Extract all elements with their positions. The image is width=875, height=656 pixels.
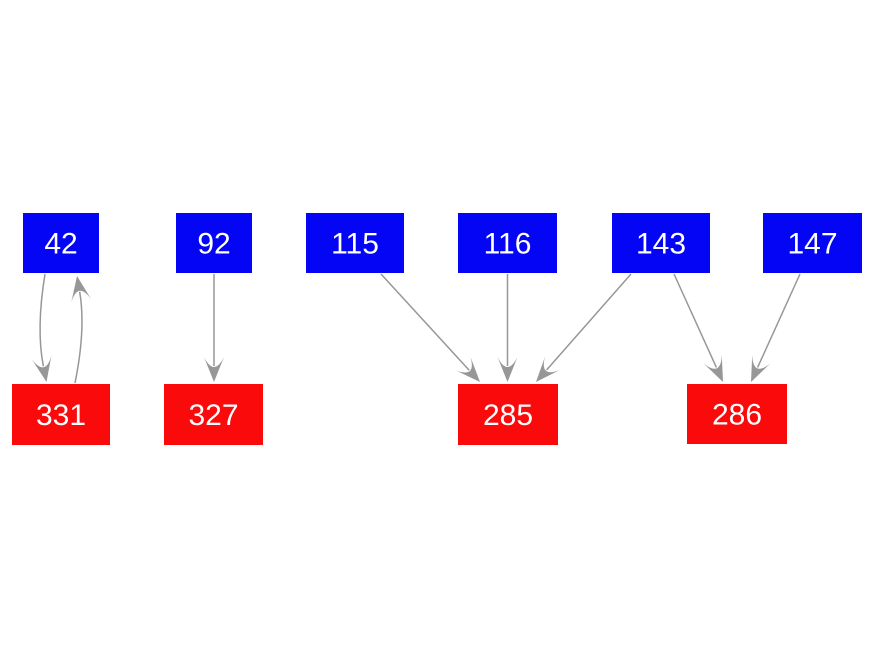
edge-42-331: [31, 273, 52, 382]
node-label: 285: [483, 399, 533, 432]
edge-115-285: [380, 273, 480, 382]
arrowhead-icon: [536, 356, 561, 382]
node-box-blue: [763, 213, 862, 273]
node-label: 116: [484, 228, 532, 261]
node-box-red: [12, 384, 110, 445]
edge-shaft: [673, 273, 718, 368]
node-box-red: [164, 384, 263, 445]
node-label: 286: [712, 399, 762, 432]
node-label: 42: [44, 228, 77, 261]
node-147: 147: [763, 213, 862, 273]
node-box-blue: [612, 213, 710, 273]
edge-143-285: [536, 273, 632, 382]
node-label: 331: [36, 399, 86, 432]
node-box-blue: [458, 213, 557, 273]
node-331: 331: [12, 384, 110, 445]
node-label: 115: [331, 228, 379, 261]
edge-331-42: [71, 276, 92, 384]
node-327: 327: [164, 384, 263, 445]
arrowhead-icon: [455, 356, 480, 382]
node-box-blue: [23, 213, 99, 273]
edge-143-286: [673, 273, 723, 382]
arrowhead-icon: [703, 355, 723, 382]
node-285: 285: [458, 384, 558, 445]
edge-92-327: [204, 274, 224, 382]
node-box-blue: [176, 213, 252, 273]
edge-shaft: [756, 273, 801, 368]
edge-shaft: [39, 273, 46, 367]
node-116: 116: [458, 213, 557, 273]
arrowhead-icon: [204, 357, 224, 382]
node-box-blue: [306, 213, 404, 273]
node-286: 286: [687, 384, 787, 444]
arrowhead-icon: [31, 355, 52, 382]
arrowhead-icon: [71, 276, 92, 303]
arrowhead-icon: [497, 357, 518, 382]
node-label: 327: [188, 399, 238, 432]
edge-shaft: [380, 273, 470, 371]
node-label: 92: [197, 228, 230, 261]
edge-shaft: [74, 291, 83, 384]
node-42: 42: [23, 213, 99, 273]
node-box-red: [458, 384, 558, 445]
node-143: 143: [612, 213, 710, 273]
edge-shaft: [546, 273, 632, 371]
edge-147-286: [751, 273, 801, 382]
node-92: 92: [176, 213, 252, 273]
arrowhead-icon: [751, 355, 771, 382]
node-box-red: [687, 384, 787, 444]
node-115: 115: [306, 213, 404, 273]
node-label: 147: [787, 228, 837, 261]
node-label: 143: [636, 228, 686, 261]
edge-116-285: [497, 274, 518, 382]
